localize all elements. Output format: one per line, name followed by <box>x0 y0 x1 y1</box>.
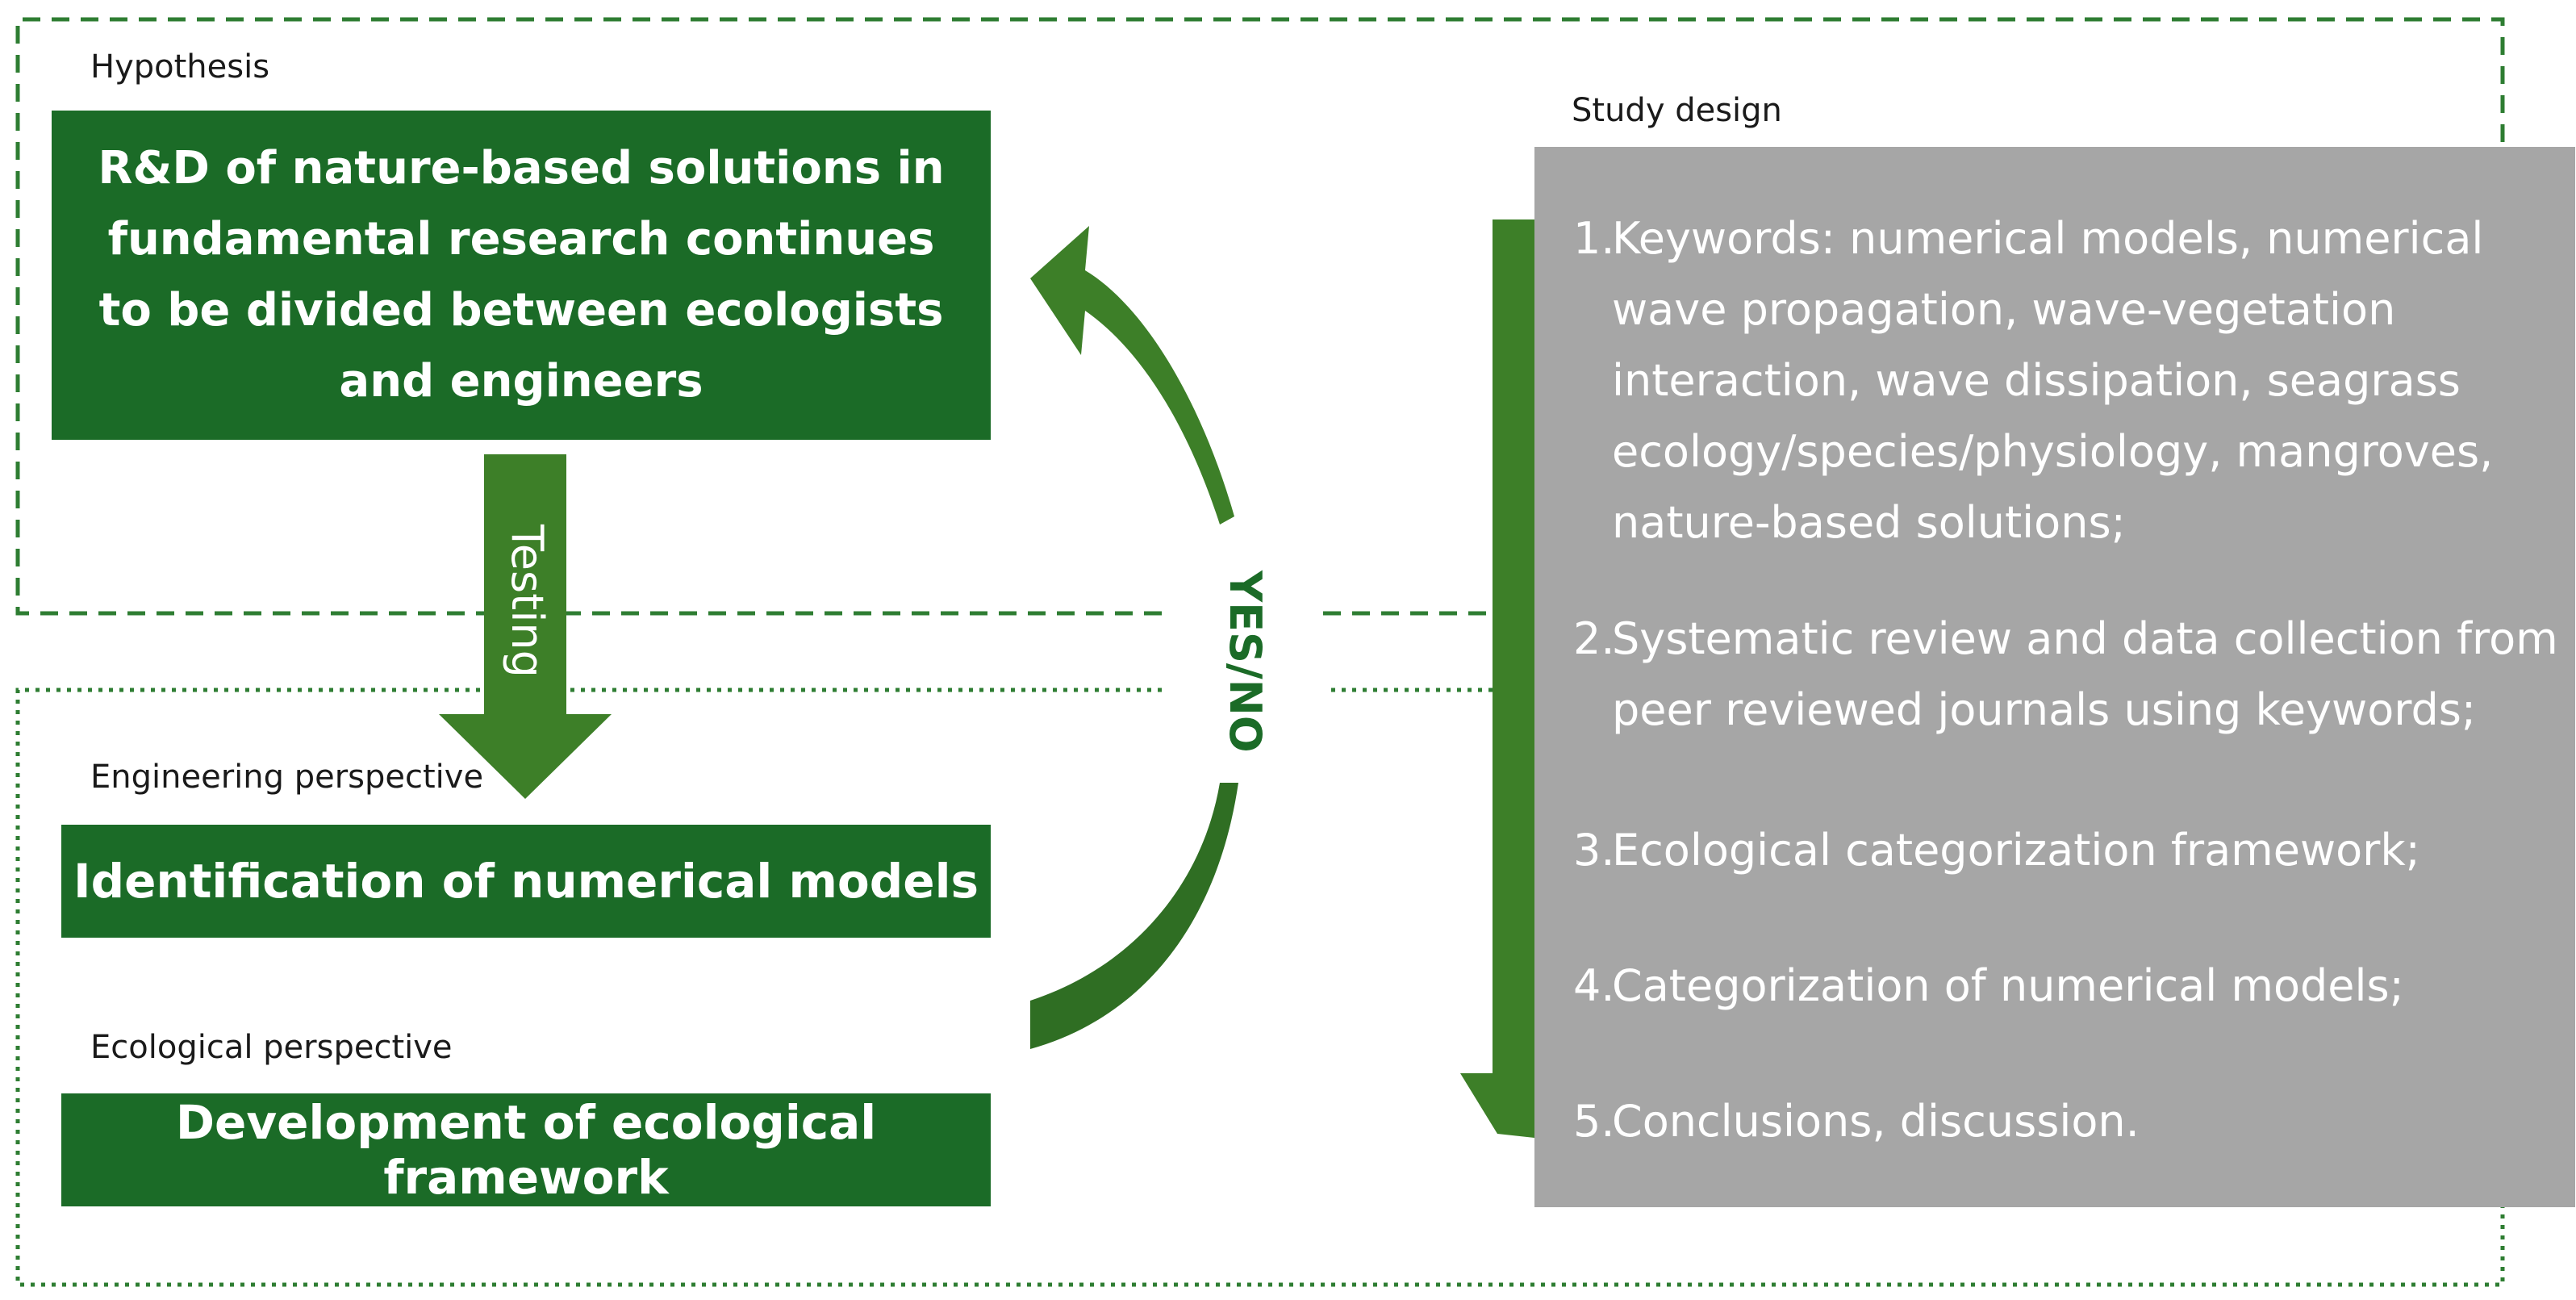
step-text: Ecological categorization framework; <box>1612 825 2420 876</box>
step-number: 1. <box>1573 213 1615 264</box>
testing-arrow <box>439 454 612 799</box>
step-number: 5. <box>1573 1096 1615 1147</box>
engineering-box: Identification of numerical models <box>61 825 991 938</box>
step-number: 3. <box>1573 825 1615 876</box>
feedback-arrow-lower <box>1030 783 1238 1049</box>
testing-label: Testing <box>502 524 553 678</box>
study-design-box <box>1534 147 2575 1207</box>
study-step-1: 1. Keywords: numerical models, numerical… <box>1573 203 2566 558</box>
engineering-text: Identification of numerical models <box>73 854 979 909</box>
feedback-arrow-upper <box>1030 226 1234 525</box>
study-step-2: 2. Systematic review and data collection… <box>1573 604 2566 746</box>
ecological-label: Ecological perspective <box>90 1029 453 1066</box>
study-design-arrow <box>1460 219 1534 1138</box>
testing-region-border <box>15 688 2505 1287</box>
step-text: Categorization of numerical models; <box>1612 960 2404 1011</box>
ecological-box: Development of ecological framework <box>61 1093 991 1206</box>
step-number: 4. <box>1573 960 1615 1011</box>
step-text: Systematic review and data collection fr… <box>1612 613 2558 735</box>
hypothesis-region-border <box>15 17 2505 616</box>
step-text: Conclusions, discussion. <box>1612 1096 2140 1147</box>
step-number: 2. <box>1573 613 1615 664</box>
study-design-label: Study design <box>1572 92 1782 129</box>
hypothesis-label: Hypothesis <box>90 48 270 86</box>
study-step-4: 4. Categorization of numerical models; <box>1573 951 2566 1022</box>
step-text: Keywords: numerical models, numerical wa… <box>1612 213 2494 548</box>
study-step-3: 3. Ecological categorization framework; <box>1573 815 2566 886</box>
hypothesis-box: R&D of nature-based solutions in fundame… <box>52 111 991 440</box>
hypothesis-text: R&D of nature-based solutions in fundame… <box>98 142 945 408</box>
engineering-label: Engineering perspective <box>90 759 484 796</box>
ecological-text: Development of ecological framework <box>175 1095 877 1205</box>
study-step-5: 5. Conclusions, discussion. <box>1573 1086 2566 1157</box>
yes-no-label: YES/NO <box>1220 570 1271 753</box>
